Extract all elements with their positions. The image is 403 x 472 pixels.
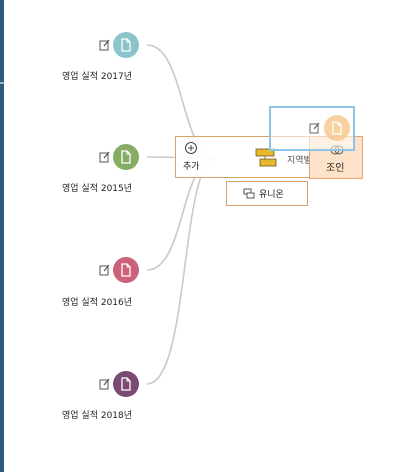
union-icon [243, 188, 255, 199]
file-icon[interactable] [113, 32, 139, 58]
edit-icon [309, 122, 320, 134]
dragged-node-selection[interactable] [269, 106, 355, 151]
union-drop-target[interactable]: 유니온 [226, 181, 308, 206]
join-label: 조인 [326, 163, 345, 174]
edit-icon[interactable] [99, 151, 111, 163]
union-label: 유니온 [259, 190, 284, 200]
file-icon[interactable] [324, 115, 350, 141]
node-label: 영업 실적 2018년 [62, 411, 133, 421]
node-label: 영업 실적 2017년 [62, 72, 133, 82]
edit-icon[interactable] [99, 264, 111, 276]
node-label: 영업 실적 2016년 [62, 298, 133, 308]
file-icon[interactable] [113, 371, 139, 397]
left-sidebar-edge [0, 0, 4, 472]
file-icon[interactable] [113, 144, 139, 170]
file-icon[interactable] [113, 257, 139, 283]
plus-circle-icon [185, 142, 197, 154]
edit-icon[interactable] [99, 39, 111, 51]
sidebar-marker [0, 82, 4, 84]
link-2018 [146, 157, 217, 385]
steward-step-icon [255, 148, 277, 167]
node-label: 영업 실적 2015년 [62, 184, 133, 194]
add-label: 추가 [183, 162, 200, 172]
edit-icon[interactable] [99, 378, 111, 390]
